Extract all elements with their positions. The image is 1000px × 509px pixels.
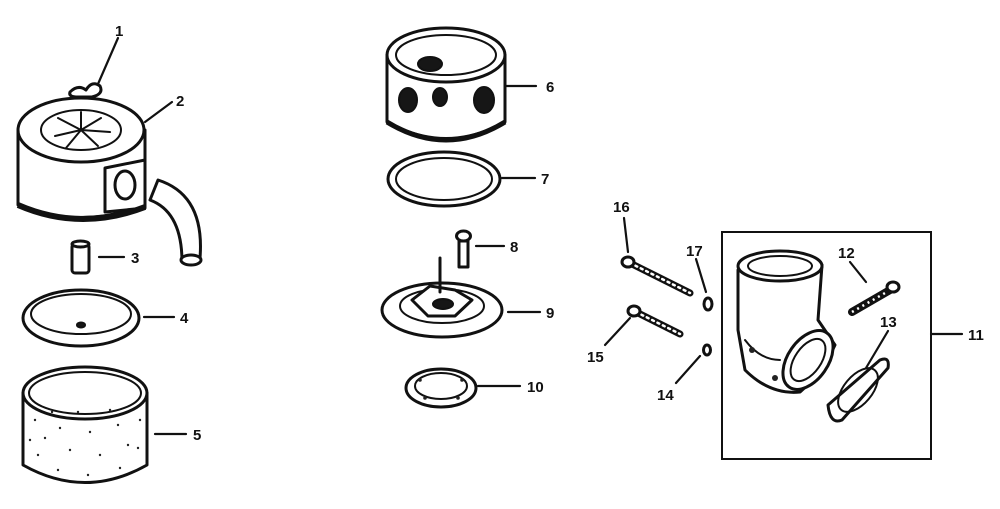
part-3-spacer: [70, 239, 91, 275]
callout-10: 10: [527, 379, 544, 396]
callout-13: 13: [880, 314, 897, 331]
callout-2: 2: [176, 93, 184, 110]
callout-15: 15: [587, 349, 604, 366]
callout-labels: 1 2 3 4 5 6 7 8 9 10 11 12 13 14 15 16 1…: [115, 23, 984, 444]
part-13-flange-gasket: [826, 357, 890, 423]
leader-lines: [96, 36, 964, 436]
part-6-cover: [385, 26, 507, 143]
part-14-washer: [702, 343, 712, 357]
callout-4: 4: [180, 310, 189, 327]
part-11-assembly-frame: [721, 231, 932, 460]
part-2-air-cleaner-housing: [16, 96, 203, 267]
part-8-bolt: [455, 229, 472, 269]
part-17-washer: [702, 296, 714, 312]
callout-5: 5: [193, 427, 201, 444]
callout-7: 7: [541, 171, 549, 188]
callout-12: 12: [838, 245, 855, 262]
callout-17: 17: [686, 243, 703, 260]
part-10-gasket: [404, 367, 478, 409]
callout-1: 1: [115, 23, 123, 40]
callout-8: 8: [510, 239, 518, 256]
part-7-seal-ring: [386, 150, 502, 208]
part-16-screw: [620, 255, 694, 297]
part-5-filter-element: [21, 365, 149, 484]
callout-6: 6: [546, 79, 554, 96]
callout-16: 16: [613, 199, 630, 216]
part-1-wing-nut: [68, 82, 103, 99]
callout-3: 3: [131, 250, 139, 267]
part-4-base-plate: [21, 288, 141, 348]
part-15-screw: [626, 304, 684, 338]
callout-11: 11: [968, 327, 984, 344]
part-11-elbow-casting: [736, 249, 837, 394]
callout-9: 9: [546, 305, 554, 322]
callout-14: 14: [657, 387, 674, 404]
part-12-bolt: [848, 280, 901, 316]
part-9-mounting-plate: [380, 256, 504, 339]
